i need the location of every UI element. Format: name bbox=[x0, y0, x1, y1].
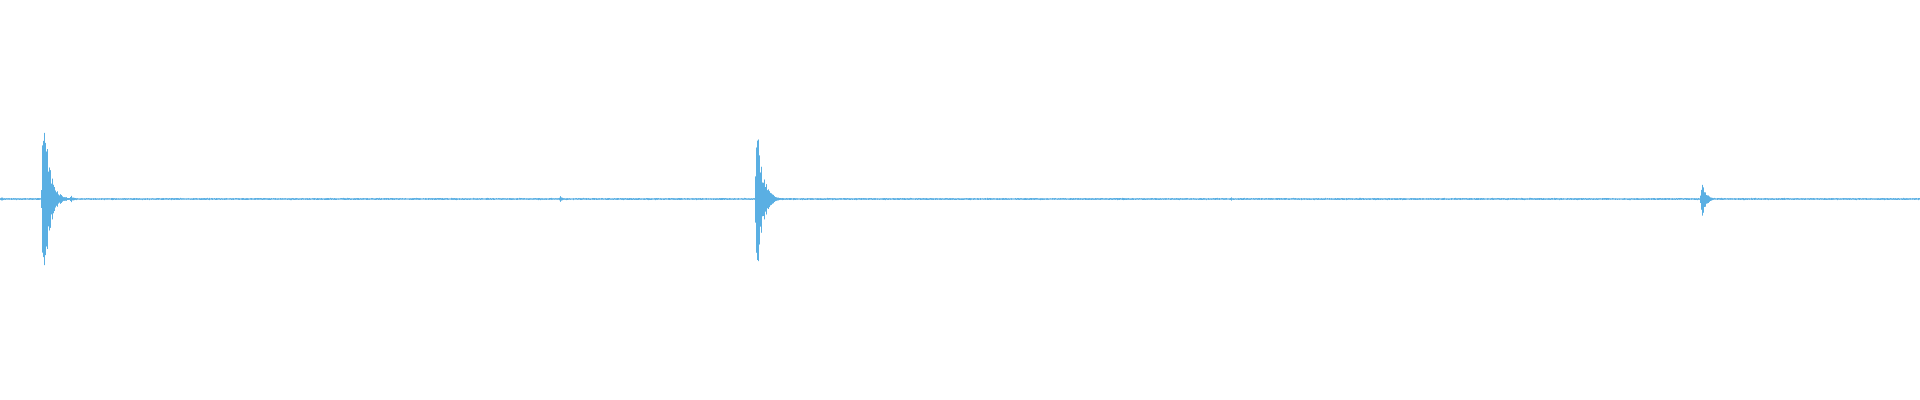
waveform-bars bbox=[0, 132, 1920, 266]
waveform-start-marker bbox=[0, 197, 4, 201]
